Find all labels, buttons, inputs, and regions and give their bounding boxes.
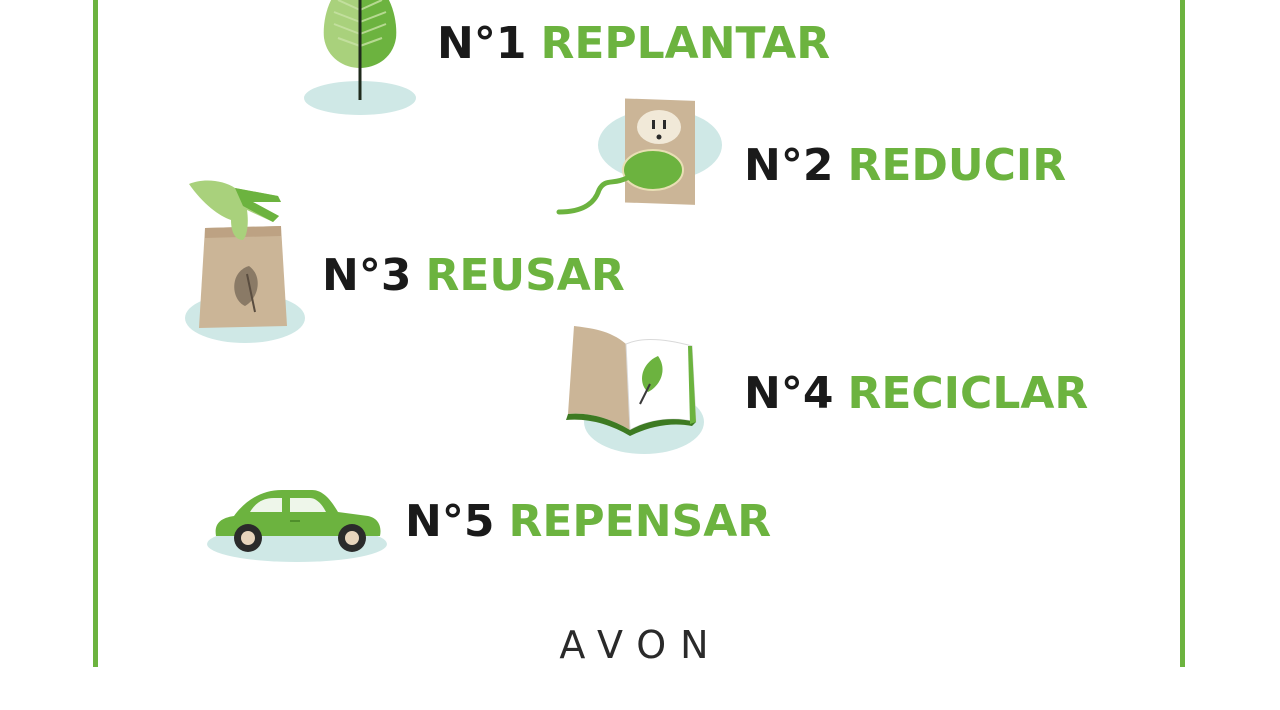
frame-left-border	[93, 0, 98, 667]
step-number: N°1	[437, 18, 527, 69]
frame-right-border	[1180, 0, 1185, 667]
open-book-leaf-icon	[566, 326, 704, 454]
step-word: REPLANTAR	[540, 18, 831, 69]
step-number: N°3	[322, 250, 412, 301]
step-word: REPENSAR	[508, 496, 772, 547]
tree-icon	[304, 0, 416, 115]
step-word: RECICLAR	[847, 368, 1089, 419]
brand-logo: AVON	[559, 623, 723, 667]
step-number: N°4	[744, 368, 834, 419]
step-number: N°2	[744, 140, 834, 191]
paper-bag-glove-icon	[185, 180, 305, 343]
step-word: REDUCIR	[847, 140, 1067, 191]
power-outlet-plug-icon	[556, 98, 722, 215]
green-car-icon	[207, 490, 387, 562]
step-word: REUSAR	[425, 250, 625, 301]
step-number: N°5	[405, 496, 495, 547]
